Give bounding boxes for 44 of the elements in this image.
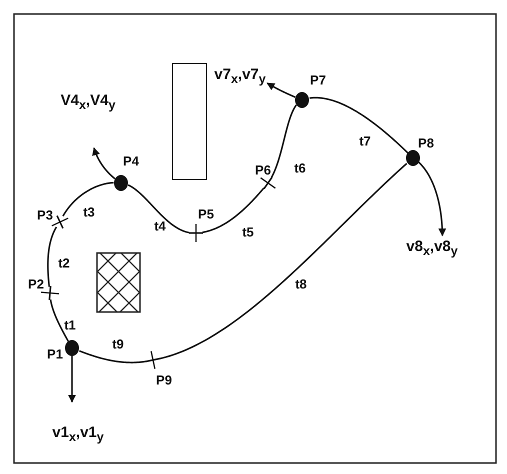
trajectory-segment [266, 82, 296, 98]
velocity-label: v7$_{x}$,v7$_{y}$ [214, 66, 266, 86]
tick-mark [51, 213, 69, 231]
velocity-label: v1$_{x}$,v1$_{y}$ [52, 424, 104, 444]
tick-mark [144, 351, 162, 369]
trajectory-segment [270, 104, 298, 178]
waypoint-dot [65, 340, 79, 356]
trajectory-segment [202, 188, 264, 234]
edge-label: t7 [359, 134, 371, 148]
point-label: P9 [156, 374, 172, 386]
waypoint-dot [295, 92, 309, 108]
obstacle-rectangle [172, 63, 207, 180]
point-label: P6 [255, 164, 271, 176]
trajectory-segment [418, 162, 446, 236]
point-label: P7 [310, 74, 326, 86]
trajectory-segment [47, 226, 58, 287]
waypoint-dot [114, 175, 128, 191]
point-label: P8 [418, 136, 434, 150]
trajectory-segment [128, 184, 190, 234]
edge-label: t1 [64, 318, 76, 332]
trajectory-segment [62, 182, 114, 217]
tick-mark [187, 224, 205, 242]
point-label: P2 [28, 278, 44, 290]
edge-label: t3 [83, 206, 95, 218]
velocity-arrow [68, 355, 76, 403]
point-label: P4 [123, 154, 139, 168]
velocity-arrow [92, 147, 116, 180]
edge-label: t6 [294, 162, 306, 174]
edge-label: t8 [295, 278, 307, 290]
velocity-label: V4$_{x}$,V4$_{y}$ [60, 92, 116, 112]
trajectory-segment [50, 299, 70, 342]
velocity-label: v8$_{x}$,v8$_{y}$ [406, 238, 458, 258]
point-label: P1 [47, 348, 63, 360]
edge-label: t2 [58, 256, 70, 270]
edge-label: t4 [154, 220, 166, 232]
edge-label: t5 [242, 226, 254, 238]
point-label: P5 [198, 208, 214, 220]
trajectory-segment [310, 96, 409, 154]
tick-mark [259, 174, 277, 192]
waypoint-dot [406, 150, 420, 166]
edge-label: t9 [112, 338, 124, 350]
trajectory-segment [159, 162, 408, 360]
trajectory-segment [79, 350, 147, 364]
point-label: P3 [37, 208, 53, 222]
